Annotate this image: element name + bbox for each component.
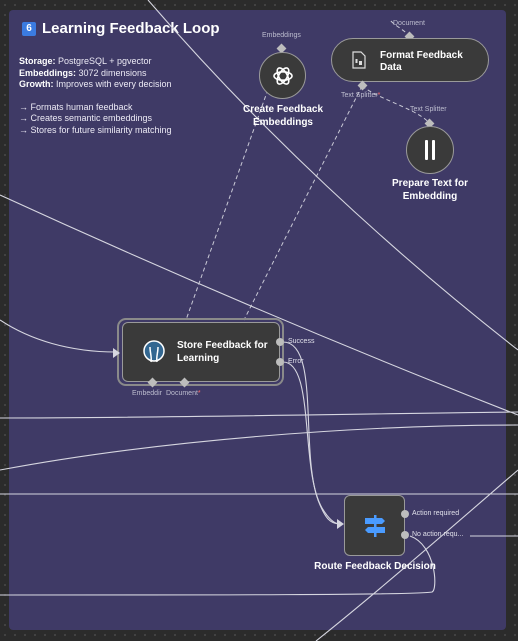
- route-decision-label: Route Feedback Decision: [314, 561, 436, 572]
- note-body: Storage: PostgreSQL + pgvector Embedding…: [19, 56, 172, 136]
- storage-val: PostgreSQL + pgvector: [55, 56, 152, 66]
- create-embeddings-label: Create Feedback Embeddings: [242, 104, 324, 128]
- postgres-icon: [143, 340, 165, 363]
- route-input-port[interactable]: [337, 519, 344, 529]
- port-label-embeddings: Embeddings: [262, 32, 301, 39]
- embeddings-val: 3072 dimensions: [76, 67, 147, 78]
- note-bullet: → Formats human feedback: [19, 101, 133, 112]
- store-document-label-text: Document: [166, 390, 198, 397]
- port-label-text-splitter-in: Text Splitter: [410, 106, 447, 113]
- format-feedback-node[interactable]: Format Feedback Data: [331, 38, 489, 82]
- note-bullet: → Creates semantic embeddings: [19, 113, 153, 123]
- prepare-text-node[interactable]: [406, 126, 454, 174]
- signpost-icon: [364, 514, 385, 537]
- route-out-port-1[interactable]: [401, 510, 409, 518]
- note-title-text: Learning Feedback Loop: [42, 20, 220, 37]
- port-label-text-splitter-text: Text Splitter: [341, 92, 378, 99]
- store-input-port[interactable]: [113, 348, 120, 358]
- store-error-label: Error: [288, 358, 304, 365]
- route-out-label-1: Action required: [412, 510, 460, 517]
- storage-key: Storage:: [19, 56, 56, 66]
- note-badge: 6: [22, 21, 36, 36]
- note-bullet: → Stores for future similarity matching: [19, 124, 172, 135]
- store-success-port[interactable]: [276, 338, 284, 346]
- port-label-text-splitter: Text Splitter*: [341, 92, 380, 99]
- route-decision-node[interactable]: [344, 495, 405, 556]
- note-title: 6 Learning Feedback Loop: [22, 20, 220, 37]
- route-out-label-2: No action requ...: [412, 531, 464, 538]
- create-embeddings-node[interactable]: [259, 52, 306, 99]
- port-label-document: Document: [393, 20, 425, 27]
- prepare-text-label: Prepare Text for Embedding: [392, 178, 468, 202]
- document-icon: [352, 51, 366, 69]
- store-error-port[interactable]: [276, 358, 284, 366]
- split-icon: [425, 140, 435, 160]
- store-embeddings-label: Embeddir: [132, 390, 162, 397]
- required-mark: *: [197, 390, 201, 397]
- route-out-port-2[interactable]: [401, 531, 409, 539]
- growth-val: Improves with every decision: [53, 79, 172, 89]
- embeddings-key: Embeddings:: [19, 67, 77, 78]
- store-document-label: Document*: [166, 390, 201, 397]
- store-success-label: Success: [288, 338, 315, 345]
- store-feedback-label: Store Feedback for Learning: [177, 340, 268, 364]
- openai-icon: [272, 66, 293, 85]
- store-feedback-node[interactable]: Store Feedback for Learning: [122, 322, 280, 382]
- required-mark: *: [377, 92, 381, 99]
- format-feedback-label: Format Feedback Data: [380, 50, 463, 73]
- growth-key: Growth:: [19, 79, 54, 89]
